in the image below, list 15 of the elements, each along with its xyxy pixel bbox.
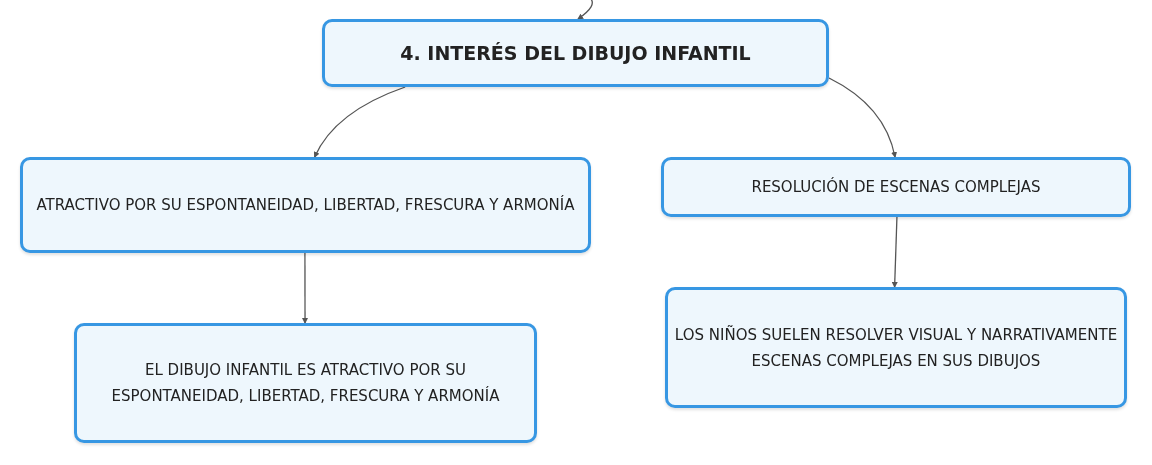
connector-arrow [577, 0, 593, 20]
node-text: ATRACTIVO POR SU ESPONTANEIDAD, LIBERTAD, FRESCURA Y ARMONÍA [35, 194, 576, 216]
subtopic-box [661, 157, 1131, 217]
topic-box [322, 19, 829, 87]
subtopic-box [20, 157, 591, 253]
connector-arrow [828, 77, 897, 158]
connector-arrow [891, 216, 898, 288]
node-text: RESOLUCIÓN DE ESCENAS COMPLEJAS [750, 176, 1042, 198]
topic-title: 4. INTERÉS DEL DIBUJO INFANTIL [399, 41, 752, 66]
subtopic-box [74, 323, 537, 443]
subtopic-box [665, 287, 1127, 408]
node-text: EL DIBUJO INFANTIL ES ATRACTIVO POR SU ESPONTANEIDAD, LIBERTAD, FRESCURA Y ARMONÍA [110, 360, 501, 407]
node-text: LOS NIÑOS SUELEN RESOLVER VISUAL Y NARRATIVAMENTE ESCENAS COMPLEJAS EN SUS DIBUJOS [673, 324, 1119, 372]
connector-arrow [302, 252, 309, 324]
connector-arrow [314, 86, 406, 158]
